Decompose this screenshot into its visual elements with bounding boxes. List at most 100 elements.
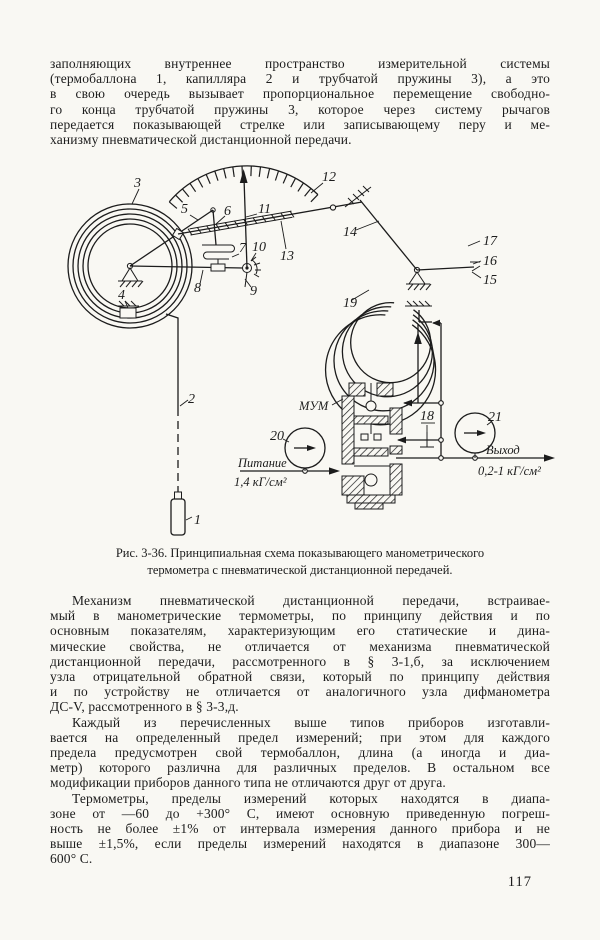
text-line: го конца трубчатой пружины 3, которое че…	[50, 101, 550, 117]
text-line: вается на определенный предел измерений;…	[50, 729, 550, 745]
label-leaders	[124, 182, 492, 521]
text-line: заполняющих внутреннее пространство изме…	[50, 56, 550, 71]
dial-tick	[232, 166, 235, 177]
text-line: Рис. 3-36. Принципиальная схема показыва…	[115, 546, 485, 560]
part-label-10: 10	[252, 240, 266, 255]
text-line: мый в манометрические термометры, по при…	[50, 608, 550, 624]
spring-band-tick	[252, 217, 258, 225]
spring-band-tick	[224, 222, 230, 229]
capillary-and-bulb	[165, 313, 186, 536]
part-label-21: 21	[488, 410, 502, 425]
text-line: 600° С.	[50, 851, 93, 867]
text-line: основным показателям, характеризующим ег…	[50, 623, 550, 639]
part-label-6: 6	[224, 204, 231, 219]
hairspring	[202, 244, 235, 260]
dial-tick	[258, 166, 262, 177]
part-label-7: 7	[239, 241, 247, 256]
body-text: Механизм пневматической дистанционной пе…	[50, 593, 550, 867]
dial-scale	[168, 165, 319, 209]
support-hatch-14	[344, 185, 372, 208]
mum-label: МУМ	[298, 399, 329, 413]
dial-tick	[189, 183, 197, 193]
schematic-diagram: 1 2 3 4 5 6 7 8 9 10 11 12 13 14 15 16 1…	[67, 165, 555, 536]
output-value-label: 0,2-1 кГ/см²	[478, 464, 541, 478]
coil-anchor-4	[117, 300, 139, 319]
supply-label: Питание	[237, 456, 287, 470]
part-label-1: 1	[194, 513, 201, 528]
dial-ticks	[168, 166, 319, 209]
spring-band-tick	[196, 226, 202, 234]
rod-spring-band	[187, 210, 295, 236]
text-line: Термометры, пределы измерений которых на…	[72, 790, 550, 806]
dial-tick	[282, 173, 288, 184]
part-label-11: 11	[258, 202, 271, 217]
dial-tick	[182, 188, 190, 198]
spring-band-tick	[280, 212, 286, 220]
dial-tick	[290, 178, 297, 188]
part-label-20: 20	[270, 429, 284, 444]
spring-band-tick	[233, 220, 239, 228]
text-line: модификации приборов данного типа не отл…	[50, 775, 446, 791]
text-line: и по устройству не отличается от аналоги…	[50, 684, 550, 700]
part-label-18: 18	[420, 409, 434, 424]
paragraph-ranges: Каждый из перечисленных выше типов прибо…	[50, 715, 550, 791]
part-label-9: 9	[250, 284, 257, 299]
text-line: зоне от —60 до +300° С, имеют основную п…	[50, 805, 550, 821]
text-line: Механизм пневматической дистанционной пе…	[72, 593, 550, 608]
gear-sector	[250, 256, 261, 278]
text-line: ность не более ±1% от интервала измерени…	[50, 821, 550, 837]
spring-band-tick	[261, 215, 267, 223]
text-line: метр) которого различна для различных пр…	[50, 760, 550, 776]
spring-band-tick	[187, 228, 193, 236]
part-label-17: 17	[483, 234, 498, 249]
dial-tick	[304, 188, 312, 197]
thermobulb	[170, 498, 186, 536]
part-label-16: 16	[483, 254, 497, 269]
ground-hatch-left	[118, 280, 144, 288]
paragraph-mechanism: Механизм пневматической дистанционной пе…	[50, 593, 550, 715]
text-line: (термобаллона 1, капилляра 2 и трубчатой…	[50, 71, 550, 87]
spring-band-tick	[289, 210, 295, 218]
dial-tick	[274, 170, 280, 181]
supply-gauge-20	[284, 427, 326, 471]
dial-tick	[310, 194, 319, 203]
text-line: ханизму пневматической дистанционной пер…	[50, 132, 352, 148]
dial-tick	[205, 174, 211, 184]
text-line: дистанционной передачи, рассмотренного в…	[50, 653, 550, 669]
part-label-15: 15	[483, 273, 497, 288]
text-line: термометра с пневматической дистанционно…	[147, 563, 453, 577]
supply-value-label: 1,4 кГ/см²	[234, 475, 287, 489]
spring-band-tick	[215, 223, 221, 231]
page-number: 117	[507, 874, 532, 890]
text-line: в свою очередь вызывает пропорциональное…	[50, 86, 550, 102]
text-line: узла отрицательной обратной связи, котор…	[50, 669, 550, 685]
part-label-2: 2	[188, 392, 195, 407]
coil-outlet-elbow	[405, 300, 432, 323]
dial-tick	[168, 201, 178, 209]
text-line: выше ±1,5%, если пределы измерений наход…	[50, 836, 550, 852]
dial-tick	[175, 194, 184, 203]
figure-3-36: 1 2 3 4 5 6 7 8 9 10 11 12 13 14 15 16 1…	[40, 160, 560, 547]
intro-paragraph: заполняющих внутреннее пространство изме…	[50, 56, 550, 147]
output-label: Выход	[486, 443, 520, 457]
spring-band-tick	[206, 225, 212, 233]
part-labels: 1 2 3 4 5 6 7 8 9 10 11 12 13 14 15 16 1…	[118, 170, 541, 528]
text-line: предела предусмотрен свой термобаллон, д…	[50, 745, 550, 761]
text-line: мические свойства, не отличается от меха…	[50, 638, 550, 654]
dial-tick	[266, 168, 271, 179]
dial-tick	[297, 182, 304, 192]
pointer-needle	[243, 177, 248, 269]
dial-tick	[197, 178, 204, 188]
spring-band-tick	[243, 218, 249, 226]
part-label-3: 3	[133, 176, 141, 191]
lever-linkage	[129, 169, 418, 288]
dial-tick	[214, 171, 219, 181]
paragraph-accuracy: Термометры, пределы измерений которых на…	[50, 791, 550, 867]
text-line: ДС-V, рассмотренного в § 3-3,д.	[50, 699, 239, 715]
part-label-19: 19	[343, 296, 357, 311]
figure-caption: Рис. 3-36. Принципиальная схема показыва…	[55, 545, 545, 579]
mum-relay-block	[341, 382, 403, 510]
ground-hatch-right	[406, 283, 432, 291]
dial-tick	[223, 168, 227, 179]
